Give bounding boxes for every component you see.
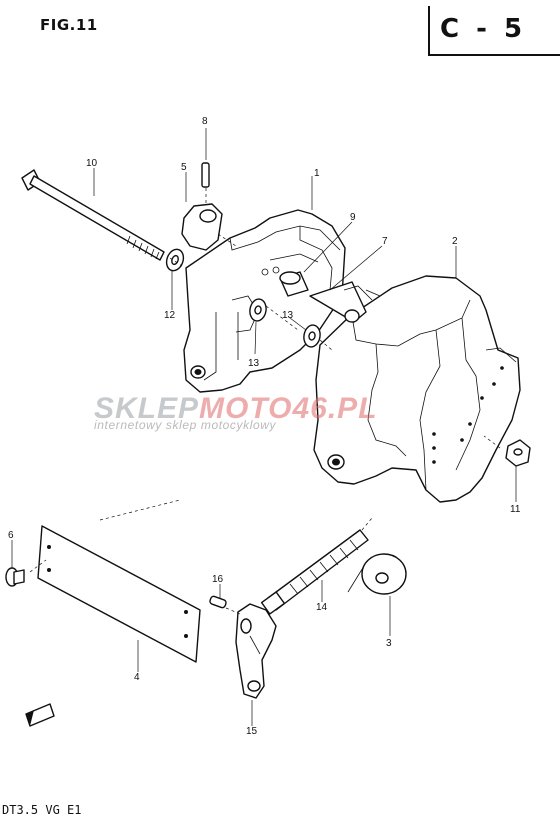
callout-6: 6 — [8, 530, 14, 541]
page-code: C - 5 — [440, 14, 527, 44]
callout-8: 8 — [202, 116, 208, 127]
tilt-shaft-7 — [309, 281, 381, 323]
callout-13-left: 13 — [248, 358, 260, 369]
callout-2: 2 — [452, 236, 458, 247]
stern-plate-4 — [37, 525, 201, 663]
callout-7: 7 — [382, 236, 388, 247]
washer-12 — [165, 248, 185, 272]
watermark-brand: SKLEPMOTO46.PL — [94, 392, 378, 425]
pin-8 — [201, 162, 210, 188]
callout-1: 1 — [314, 168, 320, 179]
model-code: DT3.5 VG E1 — [2, 803, 82, 817]
collar-9 — [279, 271, 309, 297]
page-code-frame — [428, 6, 560, 56]
callout-14: 14 — [316, 602, 328, 613]
washer-13-right — [303, 324, 321, 348]
callout-16: 16 — [212, 574, 224, 585]
figure-label: FIG.11 — [40, 16, 98, 34]
callout-11: 11 — [510, 504, 521, 515]
callout-15: 15 — [246, 726, 258, 737]
clamp-bracket-right — [313, 275, 521, 503]
clamp-screw-14 — [260, 529, 369, 615]
watermark-tagline: internetowy sklep motocyklowy — [94, 418, 277, 432]
clamp-handle-15 — [235, 603, 277, 699]
callout-3: 3 — [386, 638, 392, 649]
nut-11 — [505, 439, 531, 467]
pin-16 — [209, 595, 227, 609]
callout-13-right: 13 — [282, 310, 294, 321]
clamp-pad-3 — [347, 553, 407, 595]
screw-6 — [5, 567, 25, 587]
front-arrow-icon — [25, 703, 55, 727]
callout-4: 4 — [134, 672, 140, 683]
bushing-5 — [181, 203, 223, 251]
callout-10: 10 — [86, 158, 98, 169]
clamp-bracket-left — [183, 209, 346, 393]
callout-numbers: 1 2 3 4 5 6 7 8 9 10 11 12 13 13 14 15 1… — [8, 116, 521, 737]
leader-lines — [11, 128, 517, 726]
callout-5: 5 — [181, 162, 187, 173]
washer-13-left — [249, 298, 267, 322]
callout-12: 12 — [164, 310, 176, 321]
through-bolt — [21, 169, 165, 261]
callout-9: 9 — [350, 212, 356, 223]
